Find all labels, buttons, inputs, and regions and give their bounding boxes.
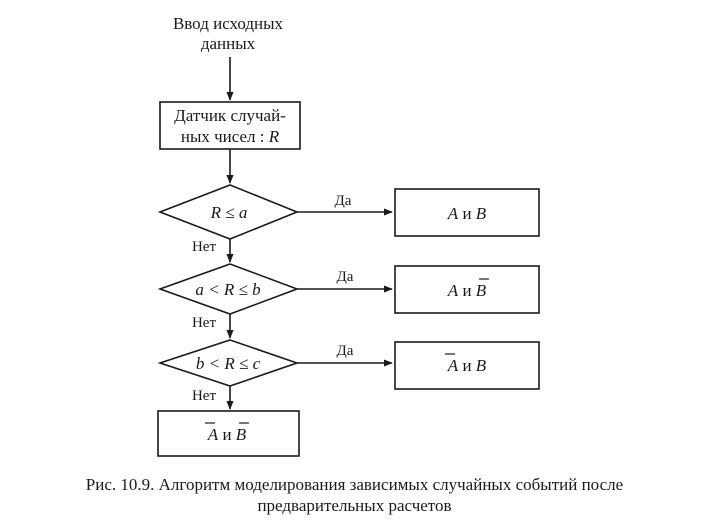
decision-2-yes-label: Да [337,269,354,285]
decision-3-no-label: Нет [192,388,216,404]
caption-line1: Рис. 10.9. Алгоритм моделирования зависи… [85,475,624,494]
start-label-line2: данных [201,34,256,53]
decision-1-no-label: Нет [192,239,216,255]
outcome-box-4 [157,410,300,457]
outcome-box-2 [394,265,540,314]
generator-line2: ных чисел : R [181,127,280,146]
figure-caption: Рис. 10.9. Алгоритм моделирования зависи… [0,474,709,516]
outcome-4-text: A и B [207,425,247,444]
decision-1-condition: R ≤ a [210,203,248,222]
decision-2-condition: a < R ≤ b [195,280,260,299]
outcome-3-text: A и B [447,356,487,375]
outcome-1-text: A и B [447,204,487,223]
caption-line2: предварительных расчетов [257,496,452,515]
outcome-2-text: A и B [447,281,487,300]
outcome-box-1 [394,188,540,237]
decision-3-yes-label: Да [337,343,354,359]
start-label-line1: Ввод исходных [173,14,284,33]
decision-3-condition: b < R ≤ c [196,354,261,373]
decision-2-no-label: Нет [192,315,216,331]
outcome-box-3 [394,341,540,390]
decision-1-yes-label: Да [335,193,352,209]
generator-line1: Датчик случай- [174,106,286,125]
